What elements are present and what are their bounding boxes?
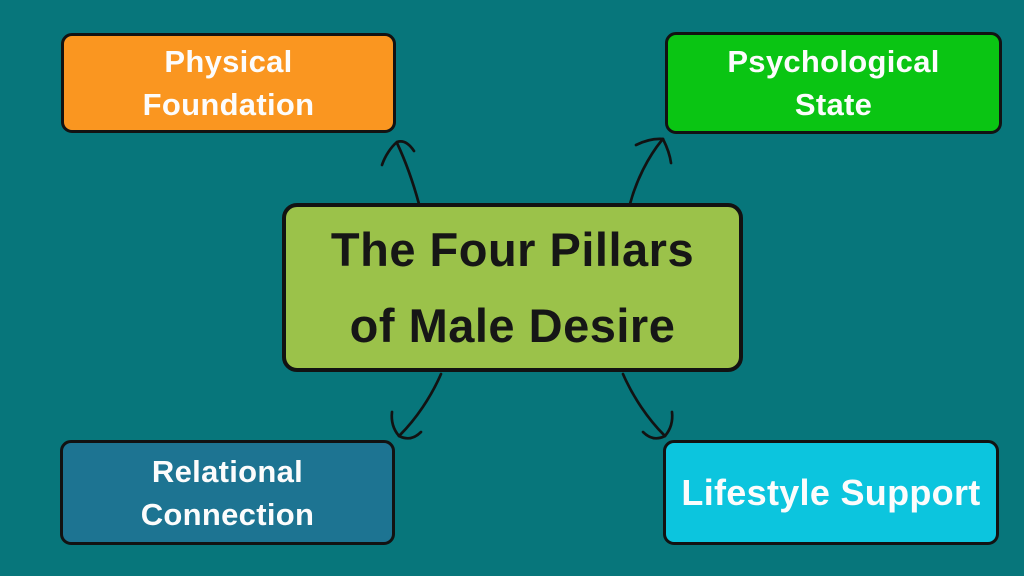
node-label-line: Foundation — [142, 87, 315, 122]
arrowhead-wing — [634, 137, 665, 147]
arrow-center-to-physical-foundation — [380, 140, 421, 206]
center-title-line: The Four Pillars — [330, 222, 695, 276]
node-label-line: State — [794, 87, 873, 122]
arrow-center-to-lifestyle-support — [621, 372, 674, 440]
node-lifestyle-support: Lifestyle Support — [663, 440, 999, 545]
arrowhead-wing — [380, 140, 399, 167]
node-label-line: Psychological — [727, 44, 940, 79]
arrowhead-wing — [395, 140, 416, 153]
arrow-shaft — [395, 141, 421, 206]
arrowhead-wing — [390, 410, 401, 438]
center-title-line: of Male Desire — [349, 298, 676, 352]
arrow-shaft — [621, 372, 666, 437]
arrowhead-wing — [663, 410, 674, 438]
node-psychological-state: Psychological State — [665, 32, 1002, 134]
node-label-line: Lifestyle Support — [681, 472, 981, 513]
node-four-pillars-center: The Four Pillars of Male Desire — [282, 203, 743, 372]
node-label-line: Relational — [151, 453, 304, 489]
node-label-line: Connection — [140, 496, 315, 532]
node-physical-foundation: Physical Foundation — [61, 33, 396, 133]
arrowhead-wing — [397, 430, 423, 440]
arrowhead-wing — [641, 430, 667, 440]
arrow-shaft — [398, 372, 443, 437]
node-label-line: Physical — [164, 44, 293, 79]
arrow-shaft — [628, 138, 664, 206]
arrow-center-to-psychological-state — [628, 137, 673, 206]
arrowhead-wing — [661, 137, 673, 165]
node-relational-connection: Relational Connection — [60, 440, 395, 545]
arrow-center-to-relational-connection — [390, 372, 443, 440]
